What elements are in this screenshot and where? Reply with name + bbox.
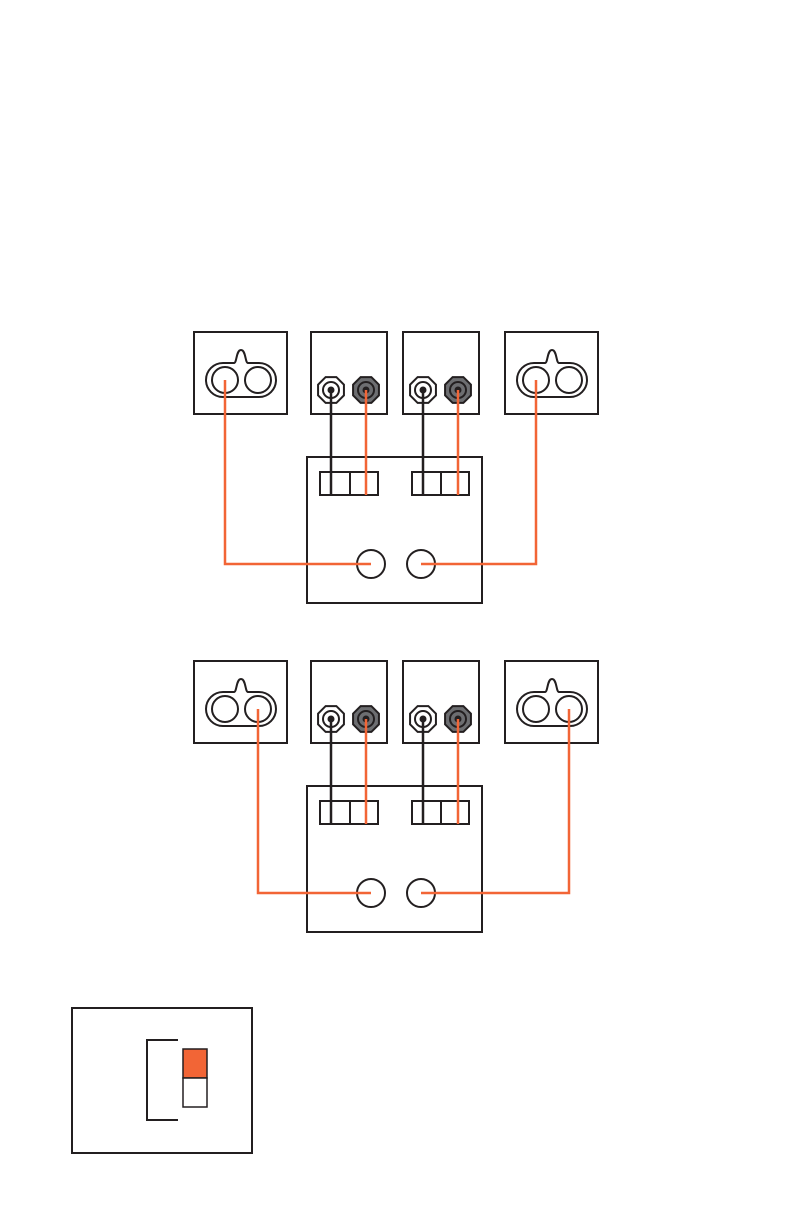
amplifier-terminal-block-2 [350, 472, 378, 495]
binding-post-panel-box [403, 332, 479, 414]
speaker-panel-right [505, 661, 598, 743]
amplifier-terminal-block-1 [320, 801, 350, 824]
speaker-panel-left [194, 661, 287, 743]
dip-switch-icon [183, 1049, 207, 1107]
binding-post-panel-a [311, 661, 387, 743]
terminal-right-icon [556, 367, 582, 393]
binding-post-panel-box [311, 332, 387, 414]
binding-post-panel-box [311, 661, 387, 743]
binding-post-panel-a [311, 332, 387, 414]
binding-post-panel-b [403, 661, 479, 743]
amplifier-terminal-block-2 [350, 801, 378, 824]
switch-panel [72, 1008, 252, 1153]
amplifier-box [307, 457, 482, 603]
wiring-diagram-upper [194, 332, 598, 603]
terminal-right-icon [245, 367, 271, 393]
terminal-left-icon [523, 696, 549, 722]
amplifier-terminal-block-1 [320, 472, 350, 495]
terminal-left-icon [212, 696, 238, 722]
switch-lower-half [183, 1078, 207, 1107]
amplifier-terminal-block-4 [441, 801, 469, 824]
amplifier-terminal-block-3 [412, 472, 441, 495]
binding-post-panel-box [403, 661, 479, 743]
amplifier-terminal-block-4 [441, 472, 469, 495]
switch-panel-box [72, 1008, 252, 1153]
speaker-panel-left [194, 332, 287, 414]
wiring-diagram-lower [194, 661, 598, 932]
amplifier-box [307, 786, 482, 932]
binding-post-panel-b [403, 332, 479, 414]
amplifier-terminal-block-3 [412, 801, 441, 824]
switch-upper-half [183, 1049, 207, 1078]
speaker-panel-right [505, 332, 598, 414]
